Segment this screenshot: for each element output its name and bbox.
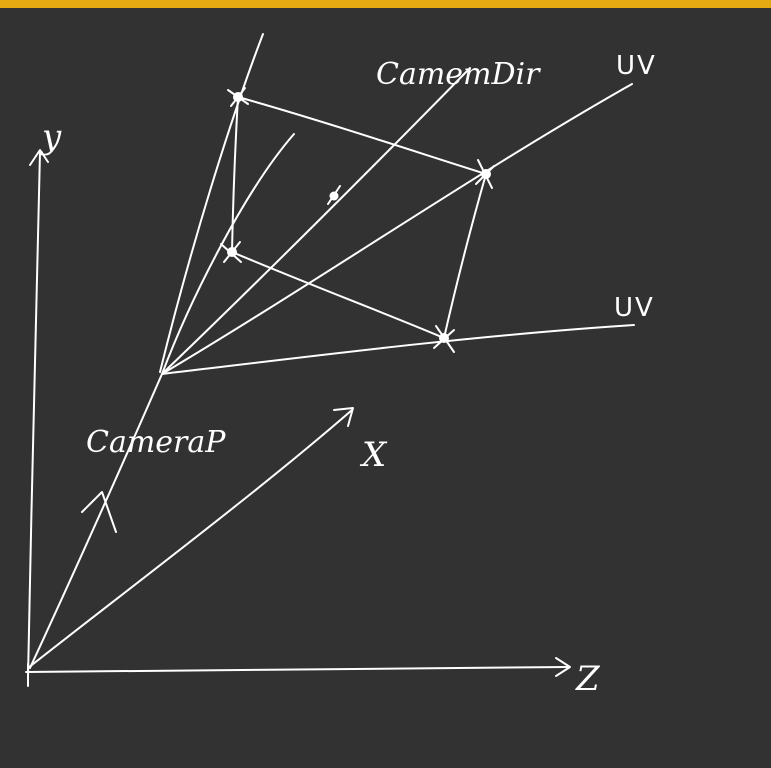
y-axis-arrowhead (29, 149, 49, 166)
plane-bottom-edge (231, 251, 445, 339)
corner-bottom-left-marker (220, 241, 242, 263)
uv-lower-label: UV (614, 293, 655, 323)
x-axis-arrowhead (333, 407, 354, 427)
plane-right-edge (443, 173, 487, 339)
uv-upper-label: UV (616, 51, 657, 81)
camera-direction-label: CamemDir (376, 57, 541, 92)
z-axis-line (25, 666, 569, 673)
plane-left-edge (231, 96, 239, 253)
view-rays (159, 33, 635, 375)
plane-center-marker (327, 185, 341, 205)
image-plane (231, 96, 487, 339)
accent-bar (0, 0, 771, 8)
z-axis-label: Z (575, 659, 601, 699)
x-axis-label: X (359, 435, 388, 475)
coordinate-axes (25, 149, 571, 687)
y-axis-line (27, 151, 41, 679)
labels: y Z X CamemDir CameraP UV UV (40, 51, 657, 699)
marked-points (220, 87, 495, 353)
camera-position-arrowhead (81, 491, 117, 533)
plane-top-edge (237, 96, 487, 175)
corner-top-left-marker (227, 87, 249, 107)
ray-to-top-left-corner (161, 133, 295, 375)
x-axis-line (27, 409, 353, 669)
camera-position-label: CameraP (86, 425, 226, 460)
ray-uv-lower (161, 324, 635, 375)
y-axis-label: y (40, 117, 62, 157)
corner-bottom-right-marker (433, 325, 455, 353)
corner-top-right-marker (475, 159, 495, 189)
z-axis-arrowhead (555, 657, 571, 677)
camera-position-vector (29, 373, 163, 669)
ray-left-edge (159, 33, 264, 373)
camera-position-line (29, 373, 163, 669)
ray-camera-direction (161, 67, 471, 375)
ray-uv-upper (161, 83, 633, 375)
